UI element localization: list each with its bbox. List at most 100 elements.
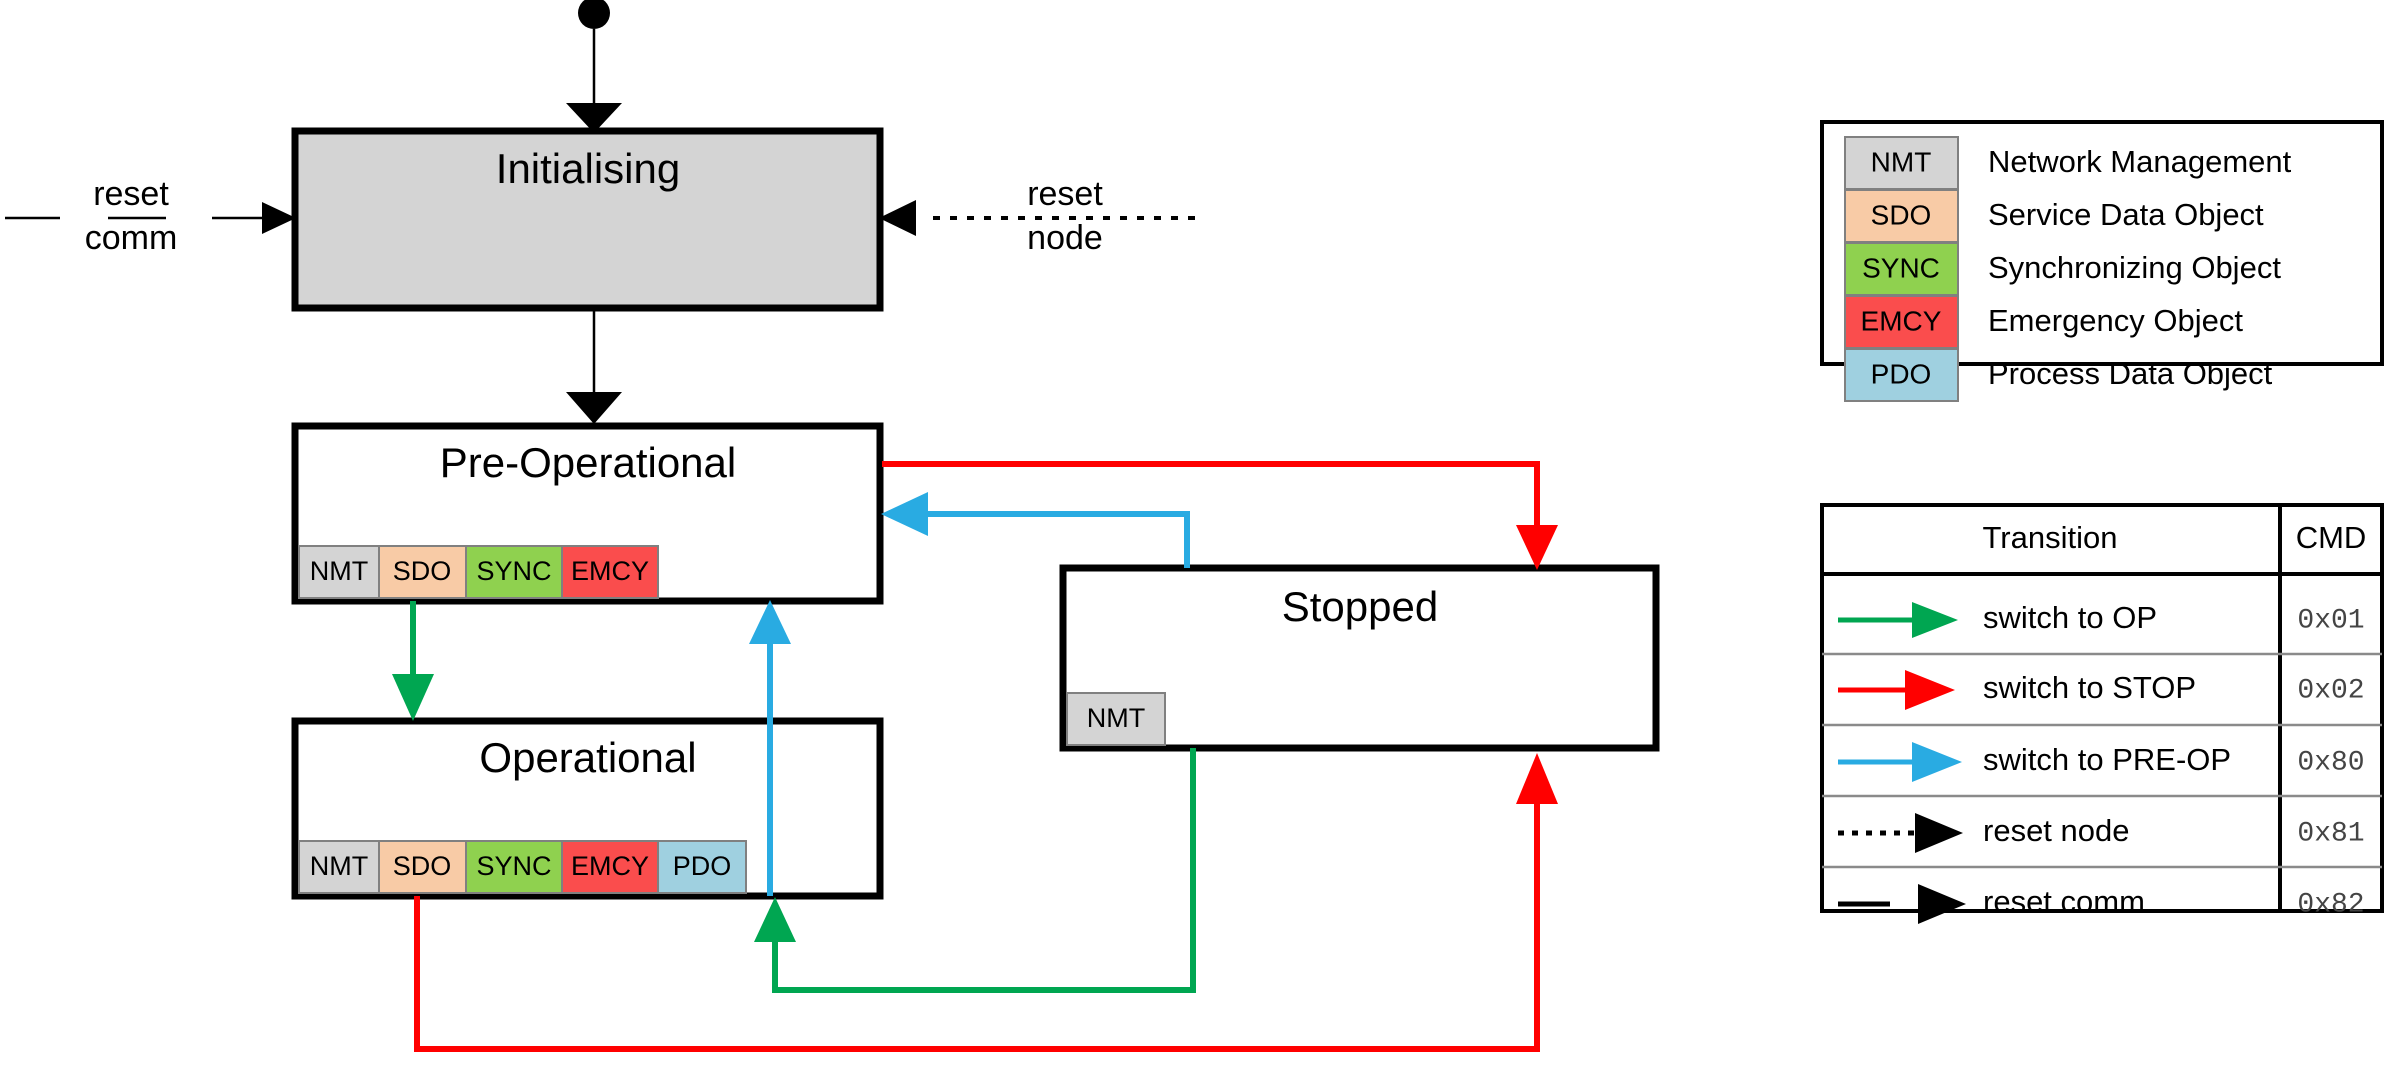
reset-node-arrowhead — [879, 200, 916, 236]
service-chip-nmt-label: NMT — [310, 851, 368, 881]
state-initialising[interactable]: Initialising — [291, 127, 884, 312]
transition-cmd-switch-to-op: 0x01 — [2297, 605, 2364, 636]
stopped-to-op-line — [772, 748, 1196, 993]
legend-description-sdo: Service Data Object — [1988, 197, 2264, 232]
transition-table-row: switch to STOP 0x02 — [1822, 670, 2382, 727]
transition-table-frame — [1820, 503, 2384, 913]
transition-op-to-preop-blue — [749, 600, 791, 896]
service-chip-emcy-label: EMCY — [571, 556, 649, 586]
service-chip-sync-label: SYNC — [476, 556, 551, 586]
legend-swatch-nmt — [1844, 136, 1959, 190]
state-initialising-label: Initialising — [496, 145, 680, 192]
transition-table-header-transition: Transition — [1983, 520, 2118, 555]
service-chip-nmt — [298, 545, 380, 599]
service-chip-sync-label: SYNC — [476, 851, 551, 881]
state-initialising-box — [291, 127, 884, 312]
transition-table-row: reset comm 0x82 — [1838, 884, 2365, 924]
transition-init-to-preop — [566, 308, 622, 424]
init-to-preop-arrowhead — [566, 392, 622, 424]
transition-table-row: switch to PRE-OP 0x80 — [1822, 742, 2382, 798]
transition-label-switch-to-pre-op: switch to PRE-OP — [1983, 742, 2231, 777]
state-operational-services: NMT SDO SYNC EMCY PDO — [298, 840, 747, 894]
transition-preop-to-stopped-red — [882, 461, 1558, 570]
service-chip-emcy — [561, 840, 659, 894]
transition-op-to-stopped-red — [414, 753, 1558, 1052]
service-chip-pdo — [657, 840, 747, 894]
transition-table-row: reset node 0x81 — [1822, 813, 2382, 869]
transition-cmd-reset-node: 0x81 — [2297, 818, 2364, 849]
transition-cmd-reset-comm: 0x82 — [2297, 889, 2364, 920]
legend-panel: NMT Network Management SDO Service Data … — [1820, 120, 2384, 402]
state-stopped-label: Stopped — [1282, 583, 1438, 630]
transition-label-reset-comm: reset comm — [1983, 884, 2145, 919]
state-operational-label: Operational — [479, 734, 696, 781]
transition-arrow-head-switch-to-op — [1912, 602, 1958, 638]
transition-stopped-to-preop-blue — [881, 492, 1190, 568]
transition-cmd-switch-to-pre-op: 0x80 — [2297, 747, 2364, 778]
service-chip-sdo-label: SDO — [393, 851, 452, 881]
service-chip-emcy — [561, 545, 659, 599]
preop-to-op-arrowhead — [392, 674, 434, 721]
service-chip-nmt — [298, 840, 380, 894]
transition-stopped-to-op-green — [754, 748, 1196, 993]
op-to-stopped-line — [414, 800, 1540, 1052]
initial-state-marker — [566, 0, 622, 133]
reset-node-label-line1: reset — [1027, 175, 1103, 213]
service-chip-nmt-label: NMT — [1087, 703, 1145, 733]
stopped-to-preop-arrowhead — [881, 492, 928, 536]
legend-code-sync: SYNC — [1862, 252, 1940, 283]
state-stopped-services: NMT — [1066, 692, 1166, 746]
transition-label-switch-to-op: switch to OP — [1983, 600, 2157, 635]
legend-description-nmt: Network Management — [1988, 144, 2292, 179]
legend-swatch-sync — [1844, 242, 1959, 296]
legend-code-nmt: NMT — [1871, 146, 1932, 177]
state-stopped[interactable]: Stopped NMT — [1059, 564, 1660, 752]
transition-reset-comm: reset comm — [5, 175, 296, 257]
transition-table: Transition CMD switch to OP 0x01 switch … — [1820, 503, 2384, 924]
transition-table-row: switch to OP 0x01 — [1822, 600, 2382, 656]
preop-to-stopped-arrowhead — [1516, 525, 1558, 570]
transition-arrow-head-switch-to-pre-op — [1912, 742, 1962, 782]
legend-swatch-sdo — [1844, 189, 1959, 243]
reset-comm-label-line2: comm — [85, 219, 178, 257]
reset-node-label-line2: node — [1027, 219, 1103, 257]
state-pre-operational-services: NMT SDO SYNC EMCY — [298, 545, 659, 599]
legend-description-emcy: Emergency Object — [1988, 303, 2243, 338]
transition-reset-node: reset node — [879, 175, 1195, 257]
reset-comm-arrowhead — [262, 202, 296, 234]
reset-comm-label-line1: reset — [93, 175, 169, 213]
service-chip-nmt-label: NMT — [310, 556, 368, 586]
preop-to-stopped-line — [882, 461, 1540, 527]
initial-transition-arrowhead — [566, 103, 622, 133]
service-chip-pdo-label: PDO — [673, 851, 732, 881]
legend-code-sdo: SDO — [1871, 199, 1932, 230]
stopped-to-preop-line — [925, 511, 1190, 568]
service-chip-sdo-label: SDO — [393, 556, 452, 586]
service-chip-sync — [465, 545, 563, 599]
op-to-stopped-arrowhead — [1516, 753, 1558, 804]
stopped-to-op-arrowhead — [754, 897, 796, 942]
transition-arrow-head-reset-node — [1915, 813, 1963, 853]
legend-code-pdo: PDO — [1871, 358, 1932, 389]
legend-description-sync: Synchronizing Object — [1988, 250, 2281, 285]
state-pre-operational[interactable]: Pre-Operational NMT SDO SYNC EMCY — [291, 422, 884, 605]
state-operational[interactable]: Operational NMT SDO SYNC EMCY PDO — [291, 717, 884, 900]
legend-frame — [1820, 120, 2384, 366]
transition-arrow-head-switch-to-stop — [1905, 670, 1955, 710]
legend-swatch-pdo — [1844, 348, 1959, 402]
legend-code-emcy: EMCY — [1861, 305, 1942, 336]
state-pre-operational-label: Pre-Operational — [440, 439, 736, 486]
transition-arrow-head-reset-comm — [1918, 884, 1966, 924]
legend-swatch-emcy — [1844, 295, 1959, 349]
transition-cmd-switch-to-stop: 0x02 — [2297, 675, 2364, 706]
service-chip-nmt — [1066, 692, 1166, 746]
transition-table-header-cmd: CMD — [2296, 520, 2367, 555]
transition-preop-to-op-green — [392, 601, 434, 721]
transition-label-reset-node: reset node — [1983, 813, 2130, 848]
service-chip-emcy-label: EMCY — [571, 851, 649, 881]
legend-description-pdo: Process Data Object — [1988, 356, 2273, 391]
service-chip-sync — [465, 840, 563, 894]
op-to-preop-arrowhead — [749, 600, 791, 644]
